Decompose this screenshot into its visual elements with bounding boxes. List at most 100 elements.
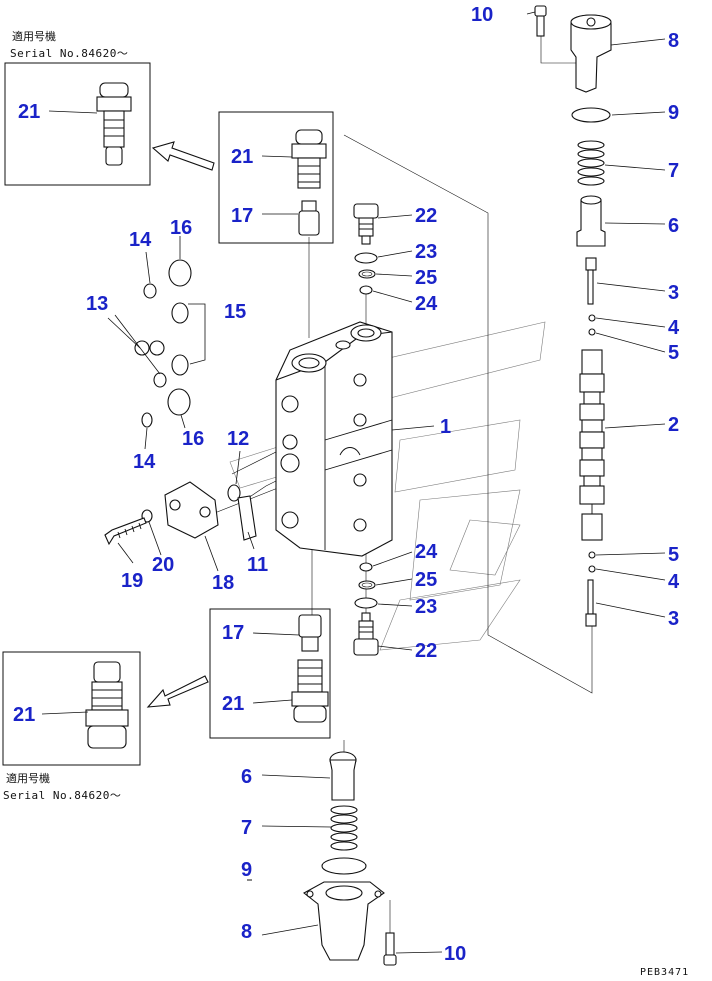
o-ring-9-top	[571, 107, 611, 123]
callout-7-top: 7	[668, 160, 679, 182]
callout-25-bottom: 25	[415, 569, 437, 591]
detail-box-top-center	[218, 111, 334, 244]
serial-note-bottom: 適用号機 Serial No.84620～	[3, 771, 121, 802]
piston-17-top	[298, 200, 320, 236]
callout-25-top: 25	[415, 267, 437, 289]
relief-valve-21-top-left	[96, 82, 132, 166]
arrow-to-top-left-box	[151, 141, 215, 171]
callout-10-bottom: 10	[444, 943, 466, 965]
callout-9-bottom: 9	[241, 859, 252, 881]
cap-8-top	[570, 14, 612, 93]
ring-25-bottom	[358, 580, 376, 590]
callout-22-bottom: 22	[415, 640, 437, 662]
ball-4-top	[588, 314, 596, 322]
callout-3-bottom: 3	[668, 608, 679, 630]
o-rings-13	[134, 340, 167, 388]
drawing-code: PEB3471	[640, 967, 689, 978]
o-ring-9-bottom	[321, 857, 367, 875]
callout-23-top: 23	[415, 241, 437, 263]
callout-17-bottom: 17	[222, 622, 244, 644]
callout-10-top: 10	[471, 4, 493, 26]
cap-8-bottom	[303, 881, 385, 961]
spring-7-bottom	[330, 805, 358, 851]
spool-2	[579, 349, 605, 541]
o-ring-16-upper	[168, 259, 192, 287]
callout-8-bottom: 8	[241, 921, 252, 943]
bolt-19	[104, 517, 147, 546]
callout-19: 19	[121, 570, 143, 592]
callout-24-bottom: 24	[415, 541, 438, 563]
callout-9-top: 9	[668, 102, 679, 124]
piston-17-bottom	[298, 614, 322, 652]
gasket-11	[237, 495, 257, 541]
callout-21-top-center: 21	[231, 146, 253, 168]
bolt-10-top	[534, 5, 547, 37]
callout-15: 15	[224, 301, 246, 323]
ball-4-bottom	[588, 565, 596, 573]
backup-ring-24-top	[359, 285, 373, 295]
ball-5-bottom	[588, 551, 596, 559]
callout-16-bottom: 16	[182, 428, 204, 450]
pin-3-top	[585, 257, 597, 305]
callout-3-top: 3	[668, 282, 679, 304]
serial-note-bottom-number: Serial No.84620～	[3, 789, 121, 802]
o-rings-15	[171, 302, 206, 376]
plug-22-bottom	[353, 612, 379, 656]
callout-14-top: 14	[129, 229, 152, 251]
serial-note-top-number: Serial No.84620～	[10, 47, 128, 60]
callout-24-top: 24	[415, 293, 438, 315]
backup-ring-24-bottom	[359, 562, 373, 572]
serial-note-bottom-title: 適用号機	[6, 771, 50, 785]
serial-note-top: 適用号機 Serial No.84620～	[10, 29, 128, 60]
callout-1: 1	[440, 416, 451, 438]
serial-note-top-title: 適用号機	[12, 29, 56, 43]
relief-valve-21-bottom-center	[291, 659, 329, 723]
callout-16-top: 16	[170, 217, 192, 239]
callout-5-top: 5	[668, 342, 679, 364]
callout-23-bottom: 23	[415, 596, 437, 618]
cover-18	[164, 481, 219, 539]
main-valve-body	[275, 321, 393, 557]
relief-valve-21-bottom-left	[85, 661, 129, 749]
callout-11: 11	[247, 554, 268, 576]
seal-14-upper	[143, 283, 157, 299]
callout-22-top: 22	[415, 205, 437, 227]
assembly-lines	[201, 35, 593, 940]
retainer-6-top	[576, 195, 606, 247]
o-ring-23-bottom	[354, 597, 378, 609]
ball-5-top	[588, 328, 596, 336]
callout-21-bottom-left: 21	[13, 704, 35, 726]
bolt-10-bottom	[383, 932, 397, 966]
detail-box-bottom-left	[2, 651, 141, 766]
pin-3-bottom	[585, 579, 597, 627]
callout-21-top-left: 21	[18, 101, 40, 123]
relief-valve-21-top-center	[291, 129, 327, 189]
ring-25-top	[358, 269, 376, 279]
callout-5-bottom: 5	[668, 544, 679, 566]
callout-2: 2	[668, 414, 679, 436]
callout-20: 20	[152, 554, 174, 576]
callout-numbers: 1 2 3 3 4 4 5 5 6 6 7 7 8 8 9 9 10 10 11…	[13, 4, 680, 965]
callout-6-top: 6	[668, 215, 679, 237]
o-ring-23-top	[354, 252, 378, 264]
o-ring-12	[227, 484, 241, 502]
callout-18: 18	[212, 572, 234, 594]
callout-7-bottom: 7	[241, 817, 252, 839]
o-ring-16-lower	[167, 388, 191, 416]
callout-4-top: 4	[668, 317, 680, 339]
callout-4-bottom: 4	[668, 571, 680, 593]
callout-8-top: 8	[668, 30, 679, 52]
callout-21-bottom-center: 21	[222, 693, 244, 715]
callout-13: 13	[86, 293, 108, 315]
callout-17-top: 17	[231, 205, 253, 227]
plug-22-top	[353, 203, 379, 245]
detail-box-top-left	[4, 62, 151, 186]
seal-14-lower	[141, 412, 153, 428]
callout-12: 12	[227, 428, 249, 450]
arrow-to-bottom-left-box	[146, 675, 209, 708]
spring-7-top	[577, 140, 605, 186]
retainer-6-bottom	[329, 751, 357, 801]
leader-lines	[41, 11, 666, 954]
